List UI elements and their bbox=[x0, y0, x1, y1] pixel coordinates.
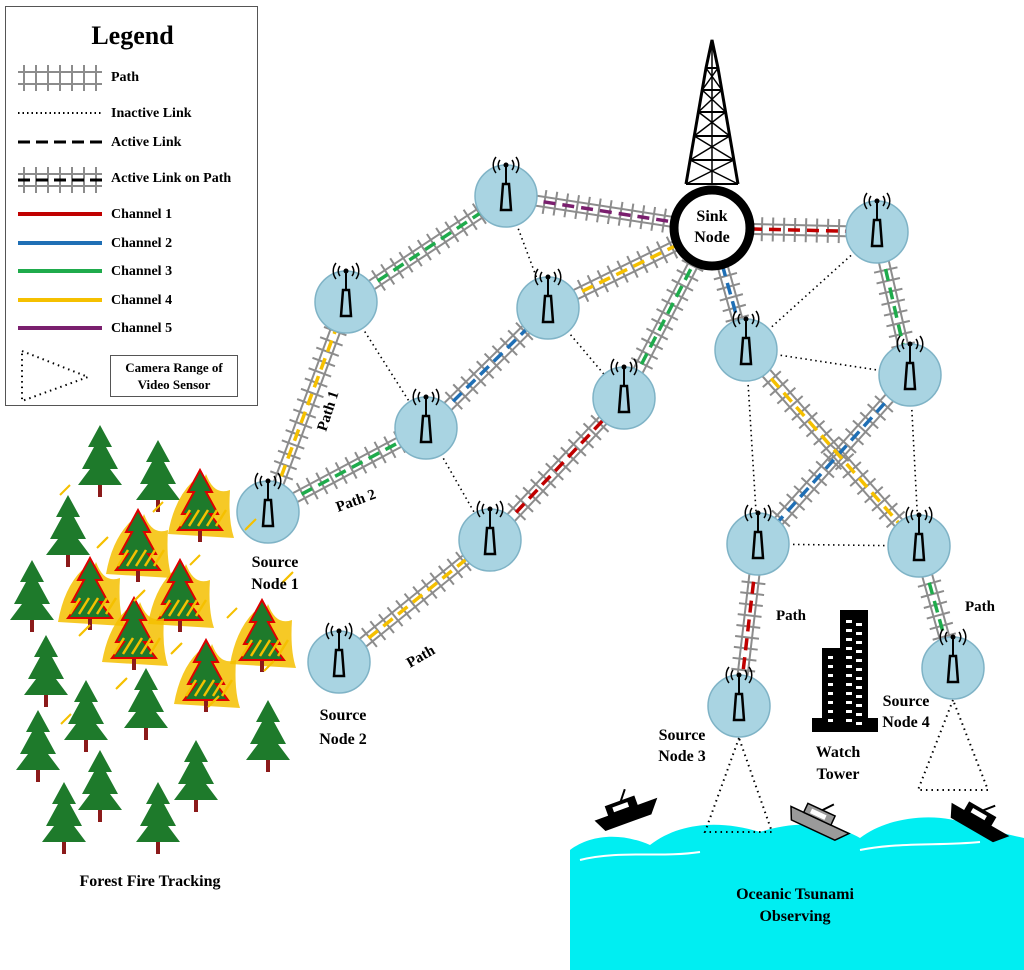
source2-label-2: Node 2 bbox=[319, 731, 367, 748]
legend-channel-2: Channel 2 bbox=[111, 236, 173, 251]
tree-icon-4 bbox=[24, 635, 68, 707]
burning-tree-icon-3 bbox=[148, 557, 214, 632]
active-link-h-k bbox=[744, 348, 921, 548]
active-link-b-a bbox=[345, 194, 507, 304]
source1-label-1: Source bbox=[252, 554, 299, 571]
sensor-node-h bbox=[714, 310, 778, 382]
tree-icon-0 bbox=[78, 425, 122, 497]
tree-icon-11 bbox=[42, 782, 86, 854]
legend-channel-1: Channel 1 bbox=[111, 207, 173, 222]
sensor-node-s2 bbox=[307, 622, 371, 694]
tree-icon-10 bbox=[246, 700, 290, 772]
source4-label-1: Source bbox=[883, 693, 930, 710]
inactive-link-legend-icon bbox=[18, 112, 102, 114]
path-source3-label: Path bbox=[776, 608, 807, 624]
ship-icon-left bbox=[594, 788, 658, 832]
path-source4-label: Path bbox=[965, 599, 996, 615]
watch-tower-label-1: Watch bbox=[816, 744, 861, 761]
active-link-on-path-legend-icon bbox=[18, 167, 102, 193]
tree-icon-7 bbox=[16, 710, 60, 782]
burning-tree-icon-4 bbox=[102, 595, 168, 670]
forest-scene bbox=[10, 425, 296, 854]
path-source2-label: Path bbox=[404, 642, 439, 671]
sink-label-1: Sink bbox=[696, 208, 727, 225]
channel-2-legend-icon bbox=[18, 241, 102, 245]
inactive-link-j-k bbox=[757, 543, 920, 547]
watch-tower-icon bbox=[812, 610, 878, 732]
watch-tower-label-2: Tower bbox=[817, 766, 860, 783]
sensor-node-i bbox=[878, 335, 942, 407]
ocean-label-1: Oceanic Tsunami bbox=[736, 886, 854, 903]
burning-tree-icon-2 bbox=[58, 555, 124, 630]
legend-channel-5: Channel 5 bbox=[111, 321, 173, 336]
ship-icon-sinking bbox=[790, 802, 851, 842]
sink-node bbox=[669, 185, 755, 271]
tree-icon-5 bbox=[64, 680, 108, 752]
source1-label-2: Node 1 bbox=[251, 576, 299, 593]
sensor-node-e bbox=[592, 358, 656, 430]
sensor-node-b bbox=[314, 262, 378, 334]
burning-tree-icon-5 bbox=[230, 597, 296, 672]
active-link-s2-f bbox=[337, 538, 492, 664]
sink-label-2: Node bbox=[694, 229, 730, 246]
legend-panel: Legend Path Inactive Link Active Link Ac… bbox=[5, 6, 258, 406]
source3-label-1: Source bbox=[659, 727, 706, 744]
sink-tower-icon bbox=[684, 39, 740, 185]
sensor-node-a bbox=[474, 156, 538, 228]
sensor-node-s4 bbox=[921, 628, 985, 700]
sensor-node-k bbox=[887, 506, 951, 578]
inactive-link-i-k bbox=[909, 374, 920, 547]
ocean-label-2: Observing bbox=[759, 908, 830, 925]
sensor-node-g bbox=[845, 192, 909, 264]
legend-inactive-link: Inactive Link bbox=[111, 106, 192, 121]
sensor-node-f bbox=[458, 500, 522, 572]
legend-camera-range: Camera Range of Video Sensor bbox=[110, 355, 238, 397]
legend-active-link: Active Link bbox=[111, 135, 182, 150]
legend-channel-3: Channel 3 bbox=[111, 264, 173, 279]
tree-icon-8 bbox=[78, 750, 122, 822]
sensor-nodes bbox=[236, 156, 985, 738]
sensor-node-d bbox=[394, 388, 458, 460]
legend-path: Path bbox=[111, 70, 139, 85]
source2-label-1: Source bbox=[320, 707, 367, 724]
forest-label: Forest Fire Tracking bbox=[79, 873, 220, 890]
sensor-node-s3 bbox=[707, 666, 771, 738]
active-link-legend-icon bbox=[18, 140, 102, 144]
source3-label-2: Node 3 bbox=[658, 748, 706, 765]
sensor-node-c bbox=[516, 268, 580, 340]
ocean-water bbox=[570, 817, 1024, 970]
legend-active-link-on-path: Active Link on Path bbox=[111, 171, 232, 186]
channel-4-legend-icon bbox=[18, 298, 102, 302]
burning-tree-icon-0 bbox=[168, 467, 234, 542]
tree-icon-12 bbox=[136, 782, 180, 854]
burning-tree-icon-6 bbox=[174, 637, 240, 712]
burning-tree-icon-1 bbox=[106, 507, 172, 582]
building-mid bbox=[822, 648, 846, 730]
channel-3-legend-icon bbox=[18, 269, 102, 273]
sensor-node-j bbox=[726, 504, 790, 576]
path-legend-icon bbox=[18, 65, 102, 91]
path2-label: Path 2 bbox=[334, 487, 378, 516]
channel-5-legend-icon bbox=[18, 326, 102, 330]
camera-range-source3 bbox=[703, 735, 774, 833]
channel-1-legend-icon bbox=[18, 212, 102, 216]
source4-label-2: Node 4 bbox=[882, 714, 930, 731]
tree-icon-1 bbox=[136, 440, 180, 512]
tree-icon-2 bbox=[46, 495, 90, 567]
tree-icon-9 bbox=[174, 740, 218, 812]
legend-title: Legend bbox=[91, 21, 174, 50]
ocean-scene bbox=[570, 697, 1024, 970]
building-base bbox=[812, 718, 878, 732]
active-link-f-e bbox=[488, 396, 626, 542]
sensor-node-s1 bbox=[236, 472, 300, 544]
camera-range-legend-icon bbox=[21, 349, 91, 403]
legend-channel-4: Channel 4 bbox=[111, 293, 173, 308]
tree-icon-3 bbox=[10, 560, 54, 632]
tree-icon-6 bbox=[124, 668, 168, 740]
camera-range-source4 bbox=[916, 697, 990, 791]
ship-icon-right bbox=[950, 801, 1010, 843]
